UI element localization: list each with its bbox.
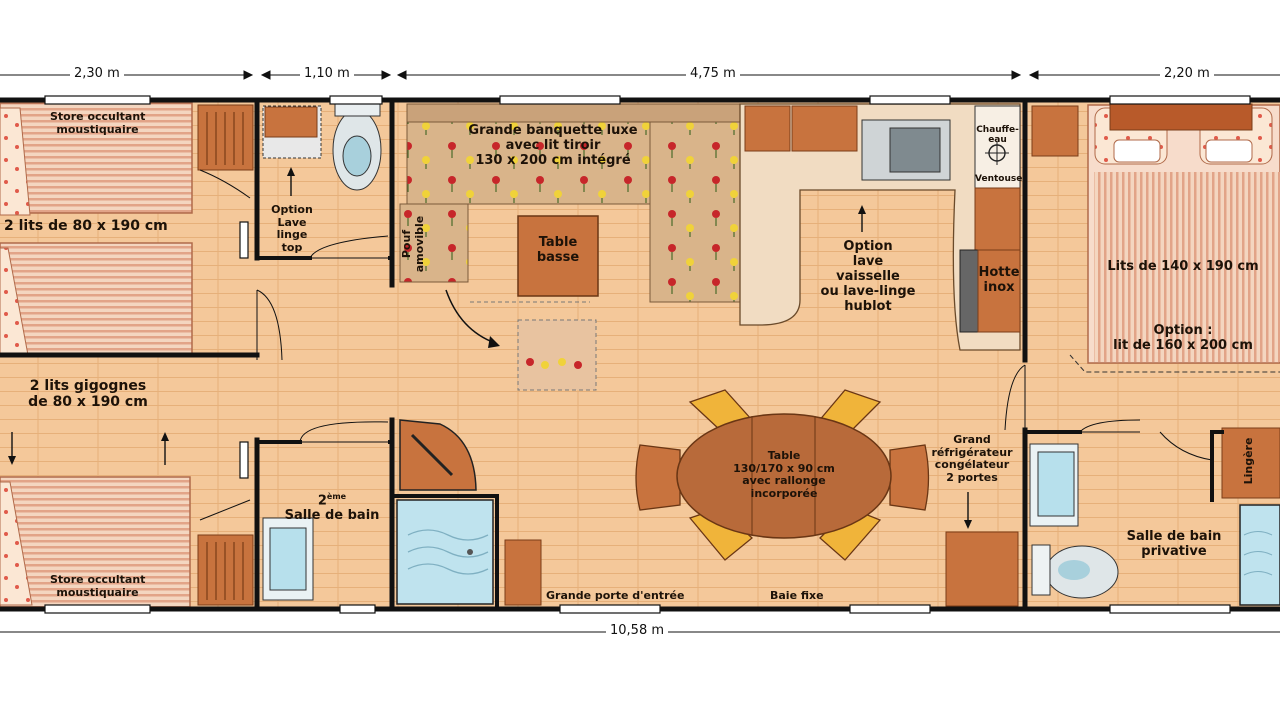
pouf: [399, 203, 469, 283]
doors: [199, 169, 1213, 521]
corner-cabinet: [399, 419, 477, 491]
bed-top-upper: [0, 102, 193, 214]
banquette-side: [649, 103, 741, 303]
washing-machine-slot: [264, 106, 318, 138]
bed-top-lower: [0, 242, 193, 356]
coffee-table: [517, 215, 599, 297]
label-lits-140: Lits de 140 x 190 cm: [1107, 259, 1259, 274]
hob: [959, 249, 979, 333]
label-salle-bain-2: 2ème Salle de bain: [284, 492, 380, 524]
dim-bathroom-top: 1,10 m: [300, 66, 354, 81]
windows: [44, 95, 1251, 614]
dim-total: 10,58 m: [606, 623, 669, 638]
shower-privative: [1239, 504, 1280, 606]
rug-flowers: [526, 358, 582, 369]
cabinet-entry: [504, 539, 542, 606]
kitchen-cabinet-2: [791, 105, 858, 152]
label-option-160: Option :lit de 160 x 200 cm: [1113, 323, 1253, 353]
kitchen-cabinet-1: [744, 105, 791, 152]
label-beds-top: 2 lits de 80 x 190 cm: [4, 218, 168, 234]
label-chauffe-eau: Chauffe-eau: [976, 125, 1019, 146]
dining-table: [676, 413, 892, 539]
rug: [517, 319, 597, 391]
shower-2: [396, 499, 494, 605]
dim-right-bedroom: 2,20 m: [1160, 66, 1214, 81]
label-ventouse: Ventouse: [975, 174, 1023, 184]
bed-top-upper-headboard: [0, 107, 31, 216]
dim-left-bedroom: 2,30 m: [70, 66, 124, 81]
hood-cabinet: [977, 249, 1021, 333]
dim-living: 4,75 m: [686, 66, 740, 81]
label-baie-fixe: Baie fixe: [770, 589, 824, 602]
label-lingere: Lingère: [1242, 437, 1255, 485]
linen-cupboard: [1221, 427, 1280, 499]
fridge: [945, 531, 1019, 607]
column-cabinet: [974, 187, 1021, 251]
wardrobe-right: [1031, 105, 1079, 157]
bed-bottom-headboard: [0, 481, 33, 606]
label-grande-porte: Grande porte d'entrée: [546, 589, 685, 602]
